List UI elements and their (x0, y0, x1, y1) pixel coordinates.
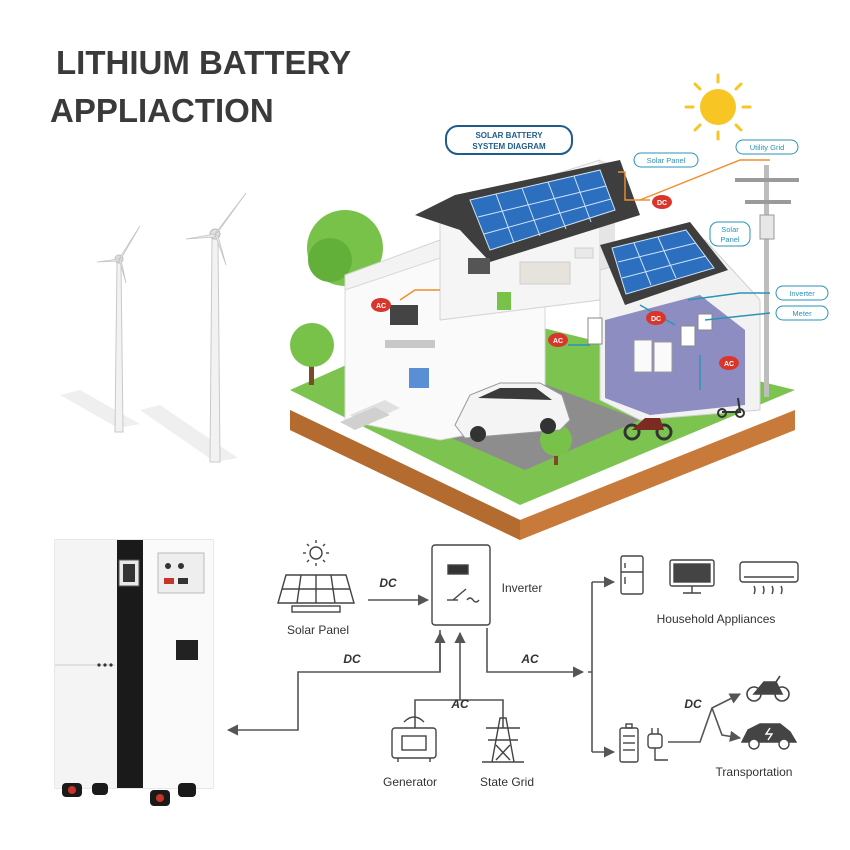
fridge-icon (620, 555, 644, 595)
diagram-badge: SOLAR BATTERY SYSTEM DIAGRAM (445, 125, 573, 155)
scooter-icon (717, 397, 745, 418)
title-line-1: LITHIUM BATTERY (56, 44, 352, 81)
ac-badge: AC (719, 356, 739, 370)
tv-monitor-icon (669, 559, 715, 594)
svg-text:Utility Grid: Utility Grid (750, 143, 785, 152)
tv-icon (390, 305, 418, 325)
solar-panel-icon (277, 574, 355, 613)
tag-inverter: Inverter (775, 285, 829, 301)
sun-icon (684, 73, 752, 141)
ac-badge: AC (548, 333, 568, 347)
tag-solar-panel-2: Solar Panel (709, 221, 751, 247)
tag-solar-panel-1: Solar Panel (633, 152, 699, 168)
main-roof (415, 160, 640, 262)
right-roof (600, 222, 728, 305)
badge-line-2: SYSTEM DIAGRAM (472, 142, 546, 151)
label-ac-right: AC (520, 652, 539, 666)
label-generator: Generator (383, 775, 437, 789)
label-dc-transport: DC (684, 697, 702, 711)
inverter-icon (431, 544, 491, 626)
power-tower-icon (482, 717, 524, 763)
svg-text:AC: AC (724, 361, 734, 368)
label-transportation: Transportation (716, 765, 793, 779)
wind-turbine-icon (96, 225, 141, 433)
generator-icon (391, 716, 437, 762)
label-solar-panel: Solar Panel (287, 623, 349, 637)
air-conditioner-icon (739, 561, 799, 595)
motorcycle-icon (623, 418, 673, 441)
tag-utility-grid: Utility Grid (735, 139, 799, 155)
dc-badge: DC (652, 195, 672, 209)
label-household: Household Appliances (657, 612, 776, 626)
svg-text:Panel: Panel (720, 235, 740, 244)
car-icon (454, 382, 571, 442)
motorcycle-small-icon (746, 675, 790, 702)
badge-line-1: SOLAR BATTERY (475, 131, 543, 140)
svg-text:Solar Panel: Solar Panel (647, 156, 686, 165)
svg-text:AC: AC (553, 338, 563, 345)
svg-text:Solar: Solar (721, 225, 739, 234)
svg-text:DC: DC (657, 200, 667, 207)
car-small-icon (740, 723, 798, 750)
battery-small-icon (619, 723, 639, 763)
label-inverter: Inverter (502, 581, 543, 595)
flow-diagram (226, 576, 742, 758)
battery-cabinet-icon (54, 539, 214, 806)
svg-text:DC: DC (651, 316, 661, 323)
wind-turbine-icon (185, 192, 247, 463)
label-state-grid: State Grid (480, 775, 534, 789)
utility-pole-icon (735, 165, 799, 397)
svg-text:Meter: Meter (792, 309, 812, 318)
wind-turbines (60, 192, 247, 463)
svg-text:AC: AC (376, 303, 386, 310)
svg-text:Inverter: Inverter (789, 289, 815, 298)
house-illustration (290, 73, 799, 540)
dc-badge: DC (646, 311, 666, 325)
ac-badge: AC (371, 298, 391, 312)
label-dc-left: DC (343, 652, 361, 666)
tag-meter: Meter (775, 305, 829, 321)
label-dc-top: DC (379, 576, 397, 590)
sun-small-icon (303, 540, 329, 566)
plug-icon (647, 728, 668, 761)
label-ac-bottom: AC (450, 697, 469, 711)
title-line-2: APPLIACTION (50, 92, 274, 129)
tree-icon (290, 323, 334, 385)
